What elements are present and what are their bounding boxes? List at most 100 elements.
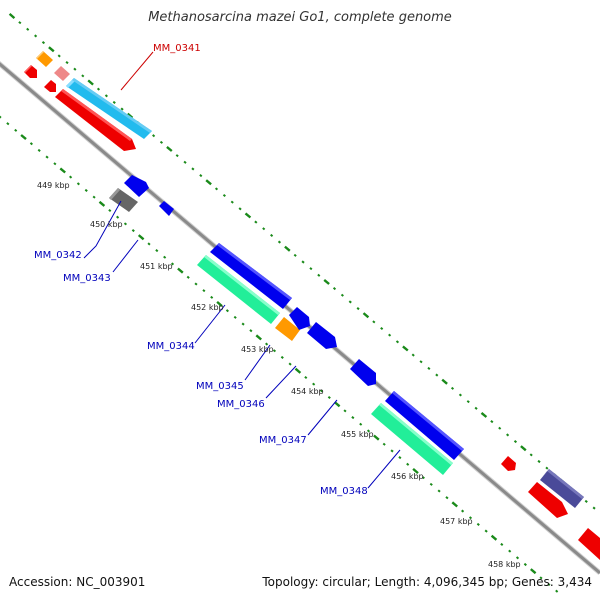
gene-label-mm-0345[interactable]: MM_0345 — [196, 381, 244, 392]
minor-tick — [445, 496, 449, 500]
gene-pink-small[interactable] — [54, 66, 70, 81]
minor-tick — [214, 187, 219, 191]
gene-blue-small-1[interactable] — [289, 307, 310, 330]
kbp-label: 456 kbp — [391, 472, 424, 481]
kbp-label: 449 kbp — [37, 181, 70, 190]
forward-features — [24, 51, 600, 560]
gene-mm-0345[interactable] — [275, 317, 300, 341]
gene-slate-bar[interactable] — [540, 469, 584, 508]
minor-tick — [458, 393, 462, 397]
minor-tick — [108, 208, 112, 213]
minor-tick — [155, 249, 159, 253]
minor-tick — [26, 27, 30, 31]
major-tick — [284, 245, 291, 252]
gene-red-small-2[interactable] — [44, 80, 56, 92]
minor-tick — [490, 420, 494, 424]
gene-label-mm-0347[interactable]: MM_0347 — [259, 435, 307, 446]
major-tick — [244, 212, 252, 219]
gene-blue-long-1[interactable] — [210, 243, 292, 309]
gene-red-small-3[interactable] — [501, 456, 516, 471]
minor-tick — [539, 576, 543, 580]
minor-tick — [186, 275, 190, 279]
major-tick — [362, 312, 370, 319]
major-tick — [480, 411, 488, 418]
major-tick — [137, 234, 145, 241]
minor-tick — [194, 282, 198, 286]
gene-label-mm-0346[interactable]: MM_0346 — [217, 399, 265, 410]
major-tick — [530, 568, 537, 575]
minor-tick — [356, 307, 360, 311]
minor-tick — [293, 253, 297, 257]
minor-tick — [191, 167, 195, 171]
gene-red-small-1[interactable] — [24, 65, 37, 78]
minor-tick — [340, 293, 344, 297]
gene-mm-0341-bar[interactable] — [66, 78, 152, 139]
minor-tick — [466, 400, 470, 404]
major-tick — [412, 467, 419, 475]
major-tick — [8, 12, 16, 20]
minor-tick — [116, 215, 120, 219]
major-tick — [87, 79, 94, 86]
gene-label-mm-0341[interactable]: MM_0341 — [153, 43, 201, 54]
gene-label-mm-0348[interactable]: MM_0348 — [320, 486, 368, 497]
minor-tick — [73, 67, 77, 71]
minor-tick — [461, 509, 465, 513]
minor-tick — [272, 349, 277, 353]
minor-tick — [513, 440, 518, 444]
minor-tick — [163, 255, 167, 259]
gene-mm-0343[interactable] — [159, 201, 174, 216]
minor-tick — [515, 556, 520, 560]
minor-tick — [476, 522, 480, 526]
gene-orange-small[interactable] — [36, 51, 53, 67]
gene-mm-0342-blue[interactable] — [124, 175, 149, 197]
gene-blue-small-2[interactable] — [350, 359, 376, 386]
minor-tick — [301, 260, 305, 264]
minor-tick — [584, 499, 588, 503]
minor-tick — [241, 322, 245, 326]
minor-tick — [304, 375, 308, 380]
gene-mm-0344-bar[interactable] — [197, 255, 280, 324]
minor-tick — [92, 195, 96, 199]
minor-tick — [319, 389, 324, 393]
gene-label-mm-0344[interactable]: MM_0344 — [147, 341, 195, 352]
gene-red-edge[interactable] — [578, 528, 600, 560]
minor-tick — [131, 229, 135, 233]
major-tick — [20, 134, 27, 141]
minor-tick — [366, 429, 371, 433]
leader-lines — [83, 51, 401, 489]
minor-tick — [280, 355, 284, 359]
major-tick — [177, 267, 184, 274]
major-tick — [126, 112, 134, 119]
minor-tick — [84, 188, 88, 192]
gene-mm-0346[interactable] — [307, 322, 337, 349]
minor-tick — [388, 333, 392, 337]
minor-tick — [265, 342, 269, 346]
minor-tick — [474, 406, 478, 410]
minor-tick — [359, 422, 363, 426]
minor-tick — [382, 442, 386, 446]
minor-tick — [348, 300, 352, 304]
minor-tick — [421, 476, 425, 480]
gene-red-long-1[interactable] — [55, 89, 136, 151]
kbp-label: 453 kbp — [241, 345, 274, 354]
gene-label-mm-0343[interactable]: MM_0343 — [63, 273, 111, 284]
kbp-label: 454 kbp — [291, 387, 324, 396]
minor-tick — [484, 529, 488, 533]
major-tick — [520, 445, 527, 452]
gene-mm-0348-bar[interactable] — [371, 403, 453, 475]
minor-tick — [238, 207, 242, 211]
minor-tick — [76, 182, 80, 186]
gene-red-long-2[interactable] — [528, 482, 568, 518]
major-tick — [441, 378, 448, 385]
minor-tick — [406, 462, 410, 466]
minor-tick — [152, 134, 156, 138]
kbp-label: 451 kbp — [140, 262, 173, 271]
gene-blue-long-2[interactable] — [385, 391, 464, 460]
major-tick — [166, 145, 173, 152]
kbp-label: 458 kbp — [488, 560, 521, 569]
gene-mm-0342-gray[interactable] — [109, 188, 138, 212]
gene-label-mm-0342[interactable]: MM_0342 — [34, 250, 82, 261]
minor-tick — [419, 360, 423, 364]
minor-tick — [523, 562, 527, 567]
minor-tick — [120, 107, 124, 111]
